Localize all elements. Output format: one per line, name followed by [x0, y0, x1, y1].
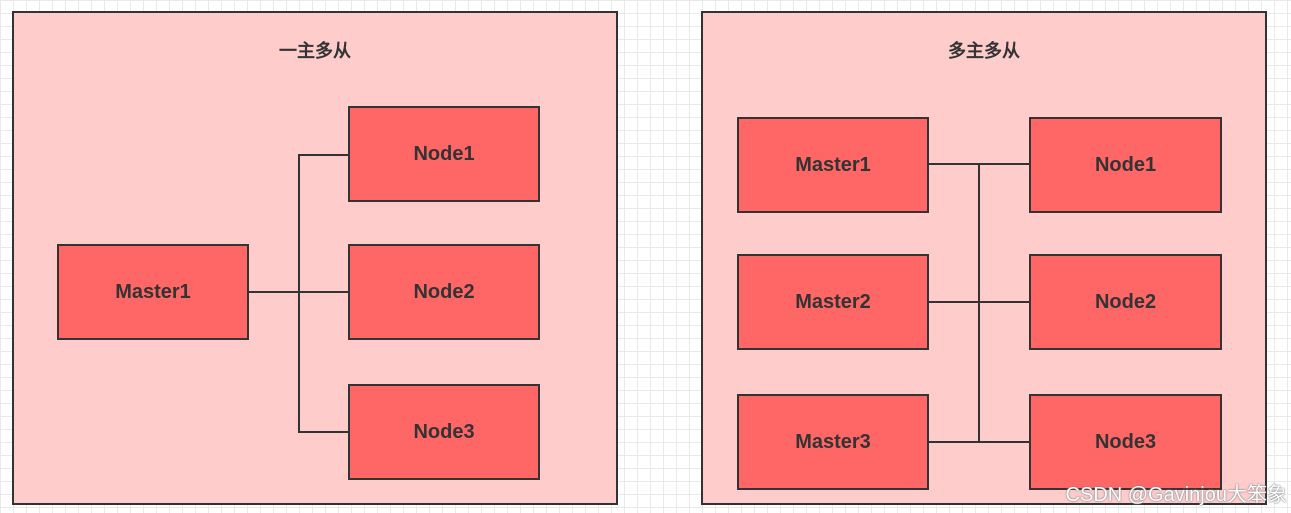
master-node: Master1 [737, 117, 929, 213]
slave-node: Node2 [348, 244, 540, 340]
connector-line [928, 301, 1030, 303]
connector-line [298, 154, 349, 156]
connector-line [248, 291, 299, 293]
connector-line [298, 154, 300, 433]
connector-line [928, 441, 1030, 443]
slave-node: Node1 [348, 106, 540, 202]
master-node: Master1 [57, 244, 249, 340]
connector-line [928, 163, 1030, 165]
connector-line [298, 291, 349, 293]
slave-node: Node3 [1029, 394, 1222, 490]
master-node: Master2 [737, 254, 929, 350]
slave-node: Node2 [1029, 254, 1222, 350]
master-node: Master3 [737, 394, 929, 490]
watermark-text: CSDN @Gavinjou大笨象 [1065, 484, 1287, 506]
slave-node: Node1 [1029, 117, 1222, 213]
slave-node: Node3 [348, 384, 540, 480]
connector-line [298, 431, 349, 433]
panel-title: 多主多从 [948, 41, 1020, 61]
panel-title: 一主多从 [279, 41, 351, 61]
